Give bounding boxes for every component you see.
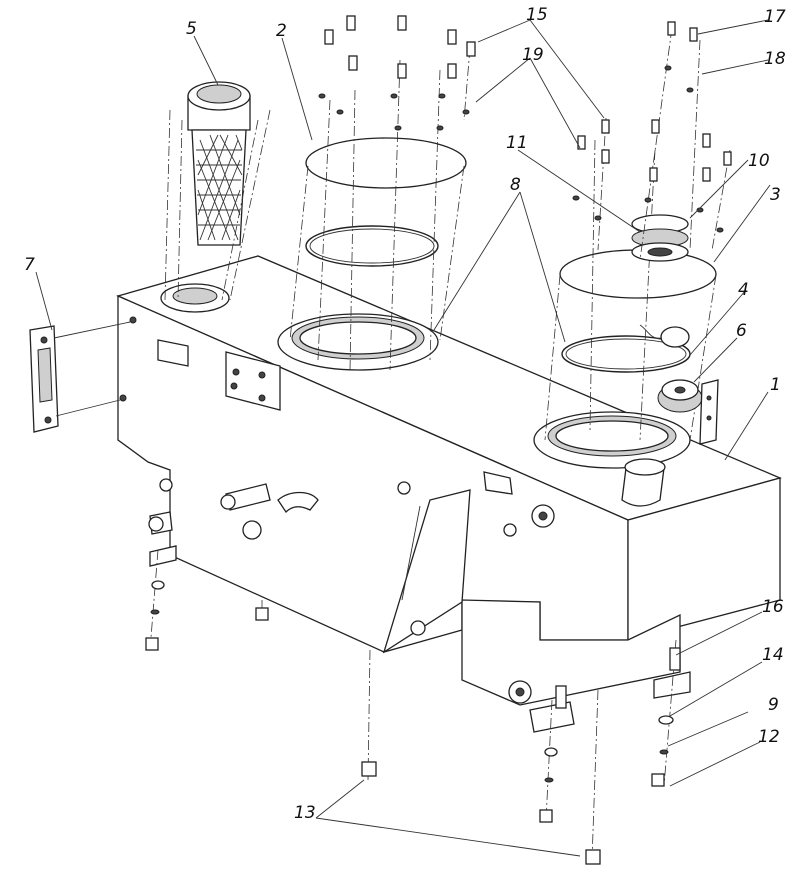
callout-11: 11 [506, 133, 528, 153]
front-fittings [119, 316, 555, 704]
callout-15: 15 [526, 5, 548, 25]
filler-neck [621, 458, 666, 507]
tank-body [116, 255, 782, 706]
callout-16: 16 [762, 597, 784, 617]
callout-6: 6 [736, 321, 747, 341]
callout-10: 10 [748, 151, 770, 171]
callout-12: 12 [758, 727, 780, 747]
callout-1: 1 [770, 375, 781, 395]
callout-13: 13 [294, 803, 316, 823]
leader-lines [35, 19, 771, 857]
callout-3: 3 [770, 185, 781, 205]
callout-2: 2 [276, 21, 287, 41]
callout-19: 19 [522, 45, 544, 65]
level-gauge [29, 321, 131, 433]
callout-5: 5 [186, 19, 197, 39]
breather-cap [657, 379, 703, 413]
cable-sensor [639, 324, 690, 348]
right-cover-assembly [544, 139, 717, 441]
callout-18: 18 [764, 49, 786, 69]
bolts-top-left [318, 15, 476, 131]
left-tank-flange [277, 313, 439, 371]
callout-7: 7 [24, 255, 35, 275]
callout-17: 17 [764, 7, 786, 27]
callout-labels: 1 2 3 4 5 6 7 8 9 10 11 12 13 14 15 16 1… [24, 5, 786, 823]
callout-8: 8 [510, 175, 521, 195]
bolts-bottom [145, 580, 681, 865]
right-tank-flange [533, 411, 691, 469]
callout-14: 14 [762, 645, 784, 665]
filter-element [160, 81, 271, 313]
callout-4: 4 [738, 280, 749, 300]
callout-9: 9 [768, 695, 779, 715]
level-bracket-6 [699, 379, 719, 445]
bolts-top-right [572, 21, 732, 233]
left-cover-assembly [289, 59, 467, 371]
